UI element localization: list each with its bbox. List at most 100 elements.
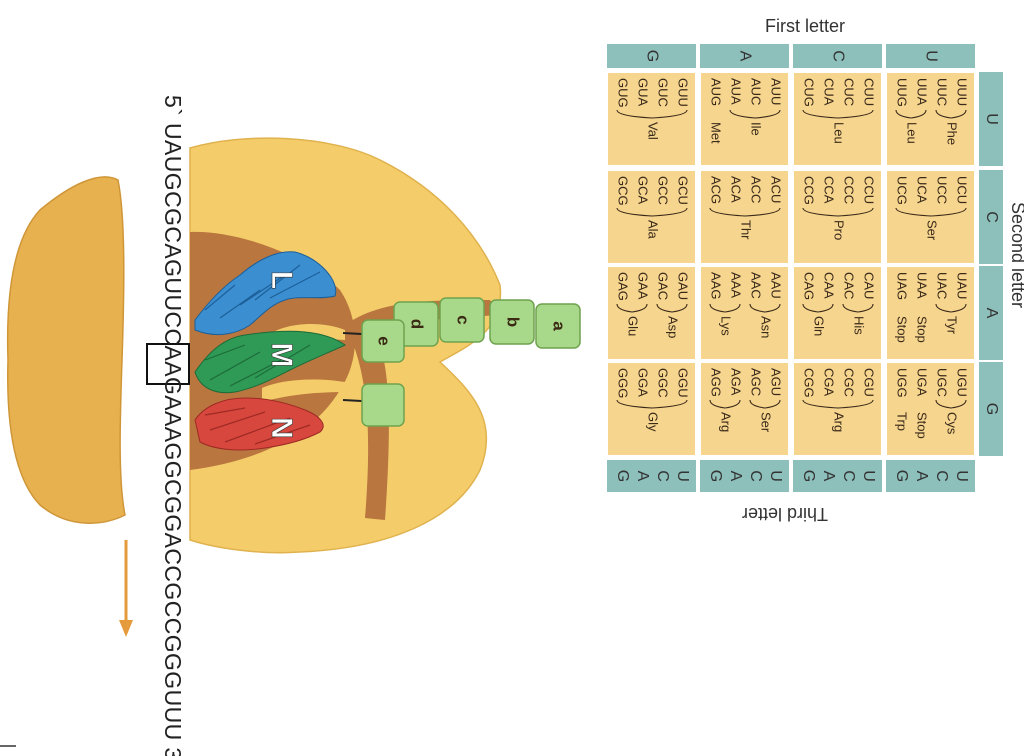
- codon-group-brace: [616, 399, 688, 409]
- amino-acid-label: Glu: [626, 316, 641, 336]
- codon-text: UCC: [935, 176, 950, 204]
- codon-group-brace: [842, 303, 874, 313]
- codon-text: AUA: [729, 78, 744, 105]
- codon-cell: [699, 71, 790, 167]
- mrna-sequence: 5` UAUGCGCAGUUCCAAGAAAGGCGGACCGCCGGGUUU …: [160, 95, 186, 756]
- codon-cell: [606, 361, 697, 457]
- third-letter-label: U: [860, 470, 877, 482]
- codon-text: UUG: [895, 78, 910, 107]
- codon-text: UUC: [935, 78, 950, 106]
- codon-group-brace: [709, 399, 741, 409]
- codon-text: UCA: [915, 176, 930, 204]
- codon-text: CGG: [802, 368, 817, 398]
- codon-cell: [699, 361, 790, 457]
- codon-text: UAA: [915, 272, 930, 299]
- peptide-label-c: c: [454, 315, 473, 324]
- codon-table: First letter Second letter Third letter …: [606, 16, 1024, 524]
- third-letter-label: C: [933, 470, 950, 482]
- codon-highlight-box: [146, 343, 190, 385]
- codon-text: UGA: [915, 368, 930, 397]
- amino-acid-label: Leu: [905, 122, 920, 144]
- third-letter-label: U: [953, 470, 970, 482]
- codon-text: UUA: [915, 78, 930, 106]
- second-letter-label: G: [983, 403, 1000, 415]
- codon-text: CUG: [802, 78, 817, 107]
- codon-cell: [885, 71, 976, 167]
- first-letter-label: A: [736, 51, 753, 62]
- amino-acid-label: Trp: [895, 412, 910, 431]
- ribosome: a b c d e L M N: [6, 137, 581, 554]
- peptide-label-b: b: [504, 317, 523, 327]
- codon-text: CAC: [842, 272, 857, 299]
- codon-text: UAU: [955, 272, 970, 299]
- codon-group-brace: [616, 303, 648, 313]
- codon-group-brace: [749, 399, 781, 409]
- peptide-block-e: [361, 319, 405, 363]
- codon-group-brace: [895, 109, 927, 119]
- codon-group-brace: [802, 399, 874, 409]
- codon-text: CAG: [802, 272, 817, 300]
- codon-text: CCA: [822, 176, 837, 204]
- codon-text: CAU: [862, 272, 877, 299]
- codon-text: CGA: [822, 368, 837, 397]
- peptide-block-c: [439, 297, 485, 343]
- codon-text: CCU: [862, 176, 877, 204]
- codon-text: ACG: [709, 176, 724, 204]
- codon-cell: [606, 169, 697, 265]
- third-letter-label: C: [747, 470, 764, 482]
- codon-text: CUA: [822, 78, 837, 106]
- codon-text: GCC: [656, 176, 671, 205]
- trna-N: [194, 397, 324, 451]
- amino-acid-label: Leu: [832, 122, 847, 144]
- codon-group-brace: [616, 207, 688, 217]
- codon-group-brace: [656, 303, 688, 313]
- codon-text: ACA: [729, 176, 744, 203]
- codon-text: GGA: [636, 368, 651, 397]
- amino-acid-label: Thr: [739, 220, 754, 240]
- ribosome-small-subunit: [6, 176, 126, 524]
- codon-text: GGG: [616, 368, 631, 398]
- third-letter-header-cell: [607, 460, 696, 492]
- exit-tunnel: [345, 300, 500, 520]
- codon-text: UGG: [895, 368, 910, 398]
- second-letter-label: C: [983, 211, 1000, 223]
- trna-label-M: M: [265, 343, 298, 368]
- trna-label-L: L: [265, 271, 298, 289]
- amino-acid-label: Pro: [832, 220, 847, 240]
- codon-text: AGG: [709, 368, 724, 397]
- codon-text: GUG: [616, 78, 631, 108]
- codon-text: AUG: [709, 78, 724, 106]
- amino-acid-label: Stop: [895, 316, 910, 343]
- second-letter-label: U: [983, 113, 1000, 125]
- third-letter-label: C: [654, 470, 671, 482]
- third-letter-label: U: [767, 470, 784, 482]
- codon-text: AAC: [749, 272, 764, 299]
- codon-text: GAC: [656, 272, 671, 300]
- mrna-strand: 5` UAUGCGCAGUUCCAAGAAAGGCGGACCGCCGGGUUU …: [146, 95, 190, 756]
- codon-group-brace: [935, 303, 967, 313]
- codon-text: AAU: [769, 272, 784, 299]
- codon-text: UGU: [955, 368, 970, 397]
- third-letter-header-cell: [793, 460, 882, 492]
- amino-acid-label: Ser: [759, 412, 774, 433]
- first-letter-header-cell: [886, 44, 975, 68]
- first-letter-label: C: [829, 50, 846, 62]
- second-letter-label: A: [983, 308, 1000, 319]
- codon-cell: [792, 71, 883, 167]
- codon-cell: [606, 265, 697, 361]
- peptide-block-b: [489, 299, 535, 345]
- codon-text: CUU: [862, 78, 877, 106]
- codon-group-brace: [895, 207, 967, 217]
- third-letter-label: G: [707, 470, 724, 482]
- direction-arrow: [119, 540, 133, 637]
- codon-text: CUC: [842, 78, 857, 106]
- codon-cell: [792, 169, 883, 265]
- codon-text: GUA: [636, 78, 651, 107]
- codon-text: CGU: [862, 368, 877, 397]
- codon-text: UGC: [935, 368, 950, 397]
- mrna-prefix: 5` UAUGCGCAGUUCCAA: [160, 95, 186, 377]
- codon-text: UAG: [895, 272, 910, 300]
- codon-text: AAA: [729, 272, 744, 298]
- codon-text: GCA: [636, 176, 651, 205]
- third-letter-label: G: [800, 470, 817, 482]
